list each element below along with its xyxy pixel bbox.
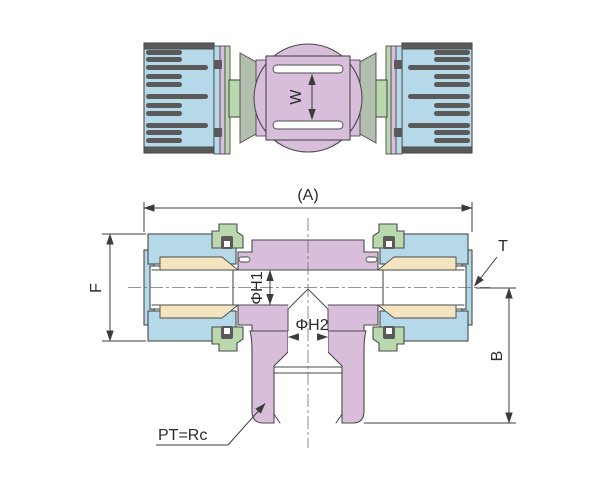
branch-wall-left (249, 330, 289, 424)
flat-slot-bottom (272, 120, 344, 130)
nut-quadrant-bottom-right (372, 304, 469, 352)
top-view-right-half (343, 42, 473, 155)
top-view: W (143, 42, 473, 155)
nut-cap-bottom (143, 146, 215, 154)
knurl-ridges (146, 50, 208, 143)
dim-label-bore-h1: ΦH1 (249, 271, 266, 304)
label-thread-spec: PT=Rc (158, 427, 207, 444)
leader-line-t (474, 256, 498, 287)
top-view-left-half (143, 42, 273, 155)
oring-groove-right (365, 256, 378, 263)
ring-screw-top (214, 60, 222, 69)
socket-chamfer-right (335, 413, 343, 424)
flat-slot-top (272, 64, 344, 74)
dim-label-width-across-flats: W (288, 89, 305, 105)
nut-quadrant-top-right (372, 223, 469, 271)
ring-screw-bottom (214, 128, 222, 137)
front-section-view: (A) F ΦH1 ΦH2 T B PT=Rc (88, 187, 516, 448)
dim-label-overall-length: (A) (297, 187, 318, 204)
body-upper-section (237, 239, 379, 271)
c-clip-gap (224, 241, 230, 247)
dim-label-hex-flats: F (88, 283, 105, 293)
label-tube-end: T (498, 238, 508, 255)
cone-seat-right (307, 288, 329, 310)
branch-wall-right (327, 330, 367, 424)
cone-seat-left (287, 288, 309, 310)
nut-quadrant-bottom-left (147, 304, 244, 352)
dim-label-branch-height: B (489, 351, 506, 362)
nut-cap-top (143, 42, 215, 50)
dim-label-branch-bore-h2: ΦH2 (295, 317, 328, 334)
socket-chamfer-left (273, 413, 281, 424)
nut-quadrant (147, 223, 244, 271)
leader-line-pt (227, 403, 266, 446)
oring-groove-left (238, 256, 251, 263)
